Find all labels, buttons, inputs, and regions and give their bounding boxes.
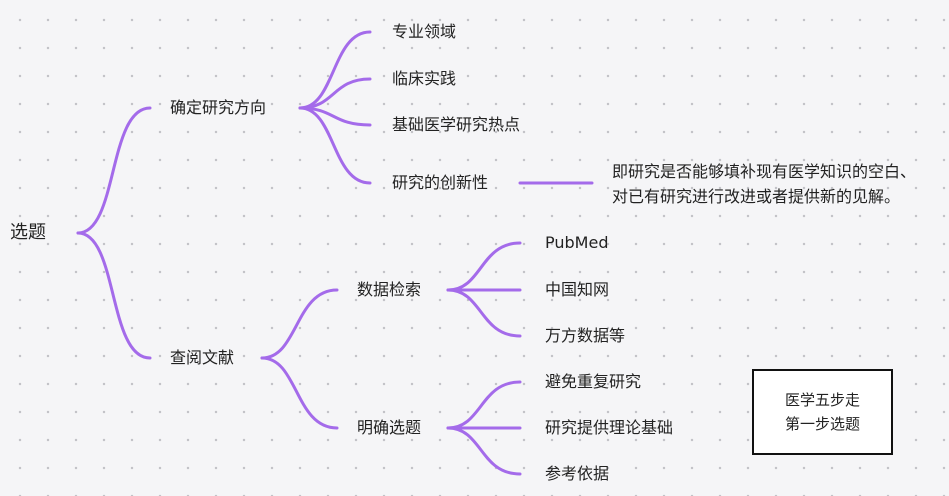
edge-branch-1-child-2 bbox=[298, 77, 372, 110]
edge-branch-2-sub-2 bbox=[260, 356, 339, 430]
edge-root-branch-2 bbox=[76, 231, 152, 360]
edge-sub-1-child-1 bbox=[446, 241, 522, 292]
sub-node-data-retrieval[interactable]: 数据检索 bbox=[357, 280, 422, 299]
edge-branch-1-child-4 bbox=[298, 106, 372, 185]
boxed-note-line-2: 第一步选题 bbox=[784, 415, 860, 433]
leaf-node-basic-research-hotspot[interactable]: 基础医学研究热点 bbox=[392, 115, 521, 134]
edge-sub-2-child-1 bbox=[446, 380, 522, 430]
branch-node-research-direction[interactable]: 确定研究方向 bbox=[170, 98, 267, 117]
leaf-node-innovation[interactable]: 研究的创新性 bbox=[392, 173, 489, 192]
edge-branch-1-child-1 bbox=[298, 30, 372, 110]
leaf-node-reference[interactable]: 参考依据 bbox=[545, 464, 610, 483]
edge-branch-2-sub-1 bbox=[260, 288, 339, 360]
leaf-node-avoid-duplication[interactable]: 避免重复研究 bbox=[545, 372, 642, 391]
leaf-node-clinical-practice[interactable]: 临床实践 bbox=[392, 69, 457, 88]
root-node[interactable]: 选题 bbox=[10, 222, 46, 243]
sub-node-define-topic[interactable]: 明确选题 bbox=[357, 418, 422, 437]
leaf-node-pubmed[interactable]: PubMed bbox=[545, 233, 609, 252]
leaf-node-wanfang[interactable]: 万方数据等 bbox=[545, 326, 626, 345]
leaf-node-cnki[interactable]: 中国知网 bbox=[545, 280, 610, 299]
edge-sub-1-child-3 bbox=[446, 288, 522, 338]
innovation-note-line-2: 对已有研究进行改进或者提供新的见解。 bbox=[612, 187, 901, 206]
innovation-note[interactable]: 即研究是否能够填补现有医学知识的空白、 对已有研究进行改进或者提供新的见解。 bbox=[612, 159, 916, 209]
edge-root-branch-1 bbox=[76, 106, 152, 235]
edge-sub-2-child-3 bbox=[446, 426, 522, 476]
leaf-node-specialty[interactable]: 专业领域 bbox=[392, 22, 457, 41]
branch-node-literature-review[interactable]: 查阅文献 bbox=[170, 348, 235, 367]
leaf-node-theoretical-basis[interactable]: 研究提供理论基础 bbox=[545, 418, 674, 437]
boxed-note[interactable]: 医学五步走 第一步选题 bbox=[752, 369, 893, 455]
boxed-note-line-1: 医学五步走 bbox=[784, 391, 860, 409]
innovation-note-line-1: 即研究是否能够填补现有医学知识的空白、 bbox=[612, 162, 917, 181]
edge-branch-1-child-3 bbox=[298, 106, 372, 127]
